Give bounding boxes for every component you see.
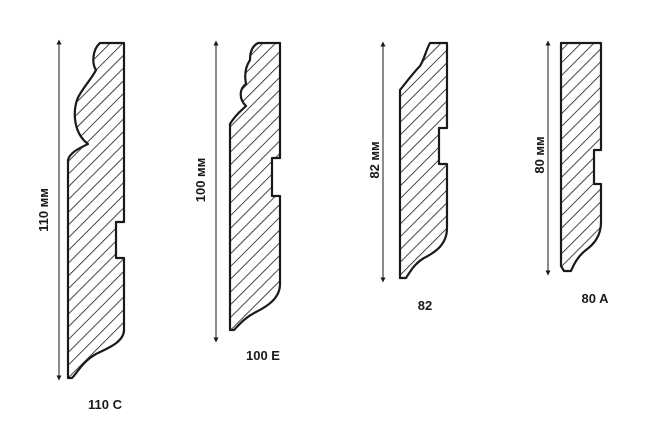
profile-80a: 80 мм 80 A — [532, 40, 610, 306]
profile-shape-82 — [398, 41, 449, 280]
profile-label-82: 82 — [418, 298, 432, 313]
dimension-label-100: 100 мм — [193, 158, 208, 203]
profile-100e: 100 мм 100 E — [193, 40, 282, 363]
profile-label-100e: 100 E — [246, 348, 280, 363]
dimension-label-82: 82 мм — [367, 141, 382, 178]
profile-82: 82 мм 82 — [367, 41, 449, 313]
profile-label-110c: 110 C — [88, 397, 123, 412]
dimension-label-110: 110 мм — [36, 188, 51, 232]
profile-label-80a: 80 A — [582, 291, 610, 306]
profile-shape-100e — [228, 41, 282, 332]
profile-shape-110c — [66, 41, 126, 380]
profile-110c: 110 мм 110 C — [36, 39, 126, 412]
profile-shape-80a — [559, 41, 603, 273]
dimension-label-80: 80 мм — [532, 136, 547, 173]
